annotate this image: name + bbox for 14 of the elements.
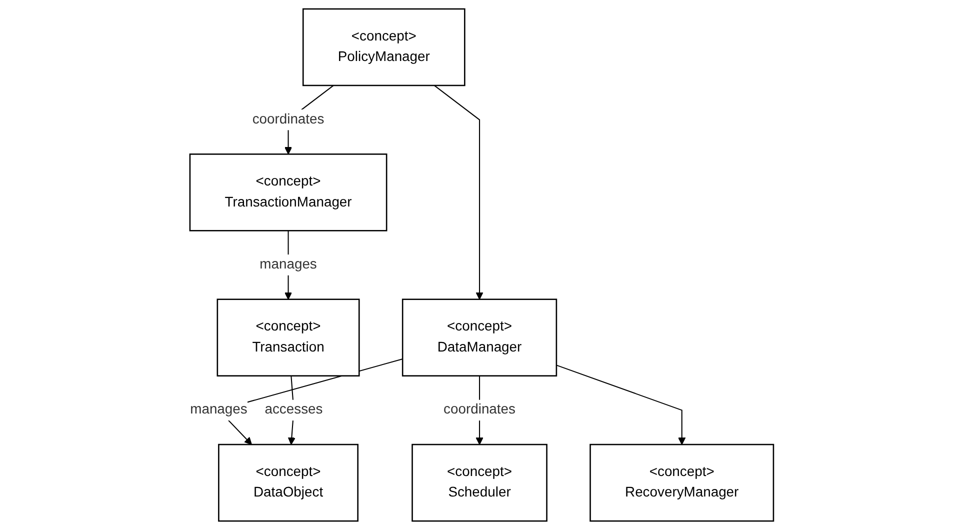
edge-label: manages — [190, 402, 248, 418]
edge-label: coordinates — [444, 402, 516, 418]
edge-label: accesses — [265, 402, 324, 418]
node-box: <concept> DataManager — [402, 298, 558, 376]
node-box: <concept> PolicyManager — [302, 8, 466, 86]
node-box: <concept> RecoveryManager — [590, 444, 774, 522]
edge-label: coordinates — [252, 112, 325, 127]
node-box: <concept> Scheduler — [412, 444, 548, 522]
arrow — [434, 85, 484, 300]
node-box: <concept> TransactionManager — [190, 154, 388, 232]
node-box: <concept> Transaction — [217, 298, 360, 376]
arrow — [556, 364, 686, 445]
edge-label: manages — [260, 257, 318, 272]
node-box: <concept> DataObject — [218, 444, 359, 522]
